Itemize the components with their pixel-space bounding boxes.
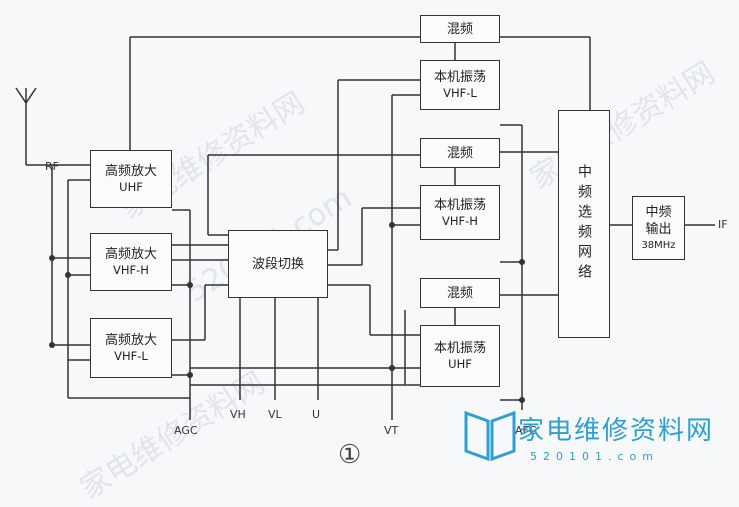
oscillator-title: 本机振荡 — [433, 341, 486, 356]
if-output-freq: 38MHz — [641, 239, 676, 251]
mixer-mid: 混频 — [420, 138, 500, 168]
band-switch: 波段切换 — [228, 230, 328, 298]
oscillator-band: UHF — [448, 357, 472, 371]
wiring-diagram — [15, 36, 715, 420]
junction-dots — [49, 222, 525, 403]
oscillator-title: 本机振荡 — [433, 197, 486, 213]
rf-amp-band: VHF-H — [113, 263, 149, 277]
rf-amp-band: VHF-L — [114, 349, 148, 363]
oscillator-vhf-h: 本机振荡 VHF-H — [420, 185, 500, 240]
rf-amp-vhf-h: 高频放大 VHF-H — [90, 233, 172, 291]
mixer-label: 混频 — [446, 21, 473, 37]
oscillator-vhf-l: 本机振荡 VHF-L — [420, 60, 500, 110]
mixer-label: 混频 — [446, 285, 473, 301]
mixer-label: 混频 — [446, 145, 473, 161]
vh-label: VH — [230, 408, 246, 421]
band-switch-label: 波段切换 — [251, 256, 304, 272]
if-filter-network: 中频选频网络 — [558, 110, 610, 338]
rf-amp-uhf: 高频放大 UHF — [90, 150, 172, 208]
u-label: U — [312, 408, 321, 421]
rf-label: RF — [45, 160, 59, 173]
book-logo-icon — [464, 410, 516, 462]
figure-number: ① — [338, 440, 362, 470]
logo-text: 家电维修资料网 — [518, 416, 715, 446]
antenna-icon — [15, 87, 37, 165]
mixer-top: 混频 — [420, 15, 500, 43]
rf-amp-title: 高频放大 — [104, 164, 157, 179]
if-output: 中频 输出 38MHz — [632, 196, 685, 260]
vt-label: VT — [384, 424, 399, 437]
rf-amp-title: 高频放大 — [104, 333, 157, 348]
vl-label: VL — [268, 408, 282, 421]
logo-url: 520101.com — [530, 450, 659, 463]
rf-amp-band: UHF — [119, 180, 143, 194]
oscillator-band: VHF-L — [443, 86, 477, 100]
if-output-title: 中频 — [645, 204, 672, 220]
oscillator-title: 本机振荡 — [433, 70, 486, 85]
oscillator-band: VHF-H — [442, 213, 478, 228]
rf-amp-vhf-l: 高频放大 VHF-L — [90, 318, 172, 378]
mixer-bottom: 混频 — [420, 278, 500, 308]
oscillator-uhf: 本机振荡 UHF — [420, 325, 500, 387]
rf-amp-title: 高频放大 — [104, 247, 157, 262]
if-output-line2: 输出 — [645, 221, 672, 237]
afc-label: AFC — [515, 424, 537, 437]
if-label: IF — [718, 218, 728, 231]
if-filter-label: 中频选频网络 — [576, 164, 592, 284]
agc-label: AGC — [174, 424, 198, 437]
